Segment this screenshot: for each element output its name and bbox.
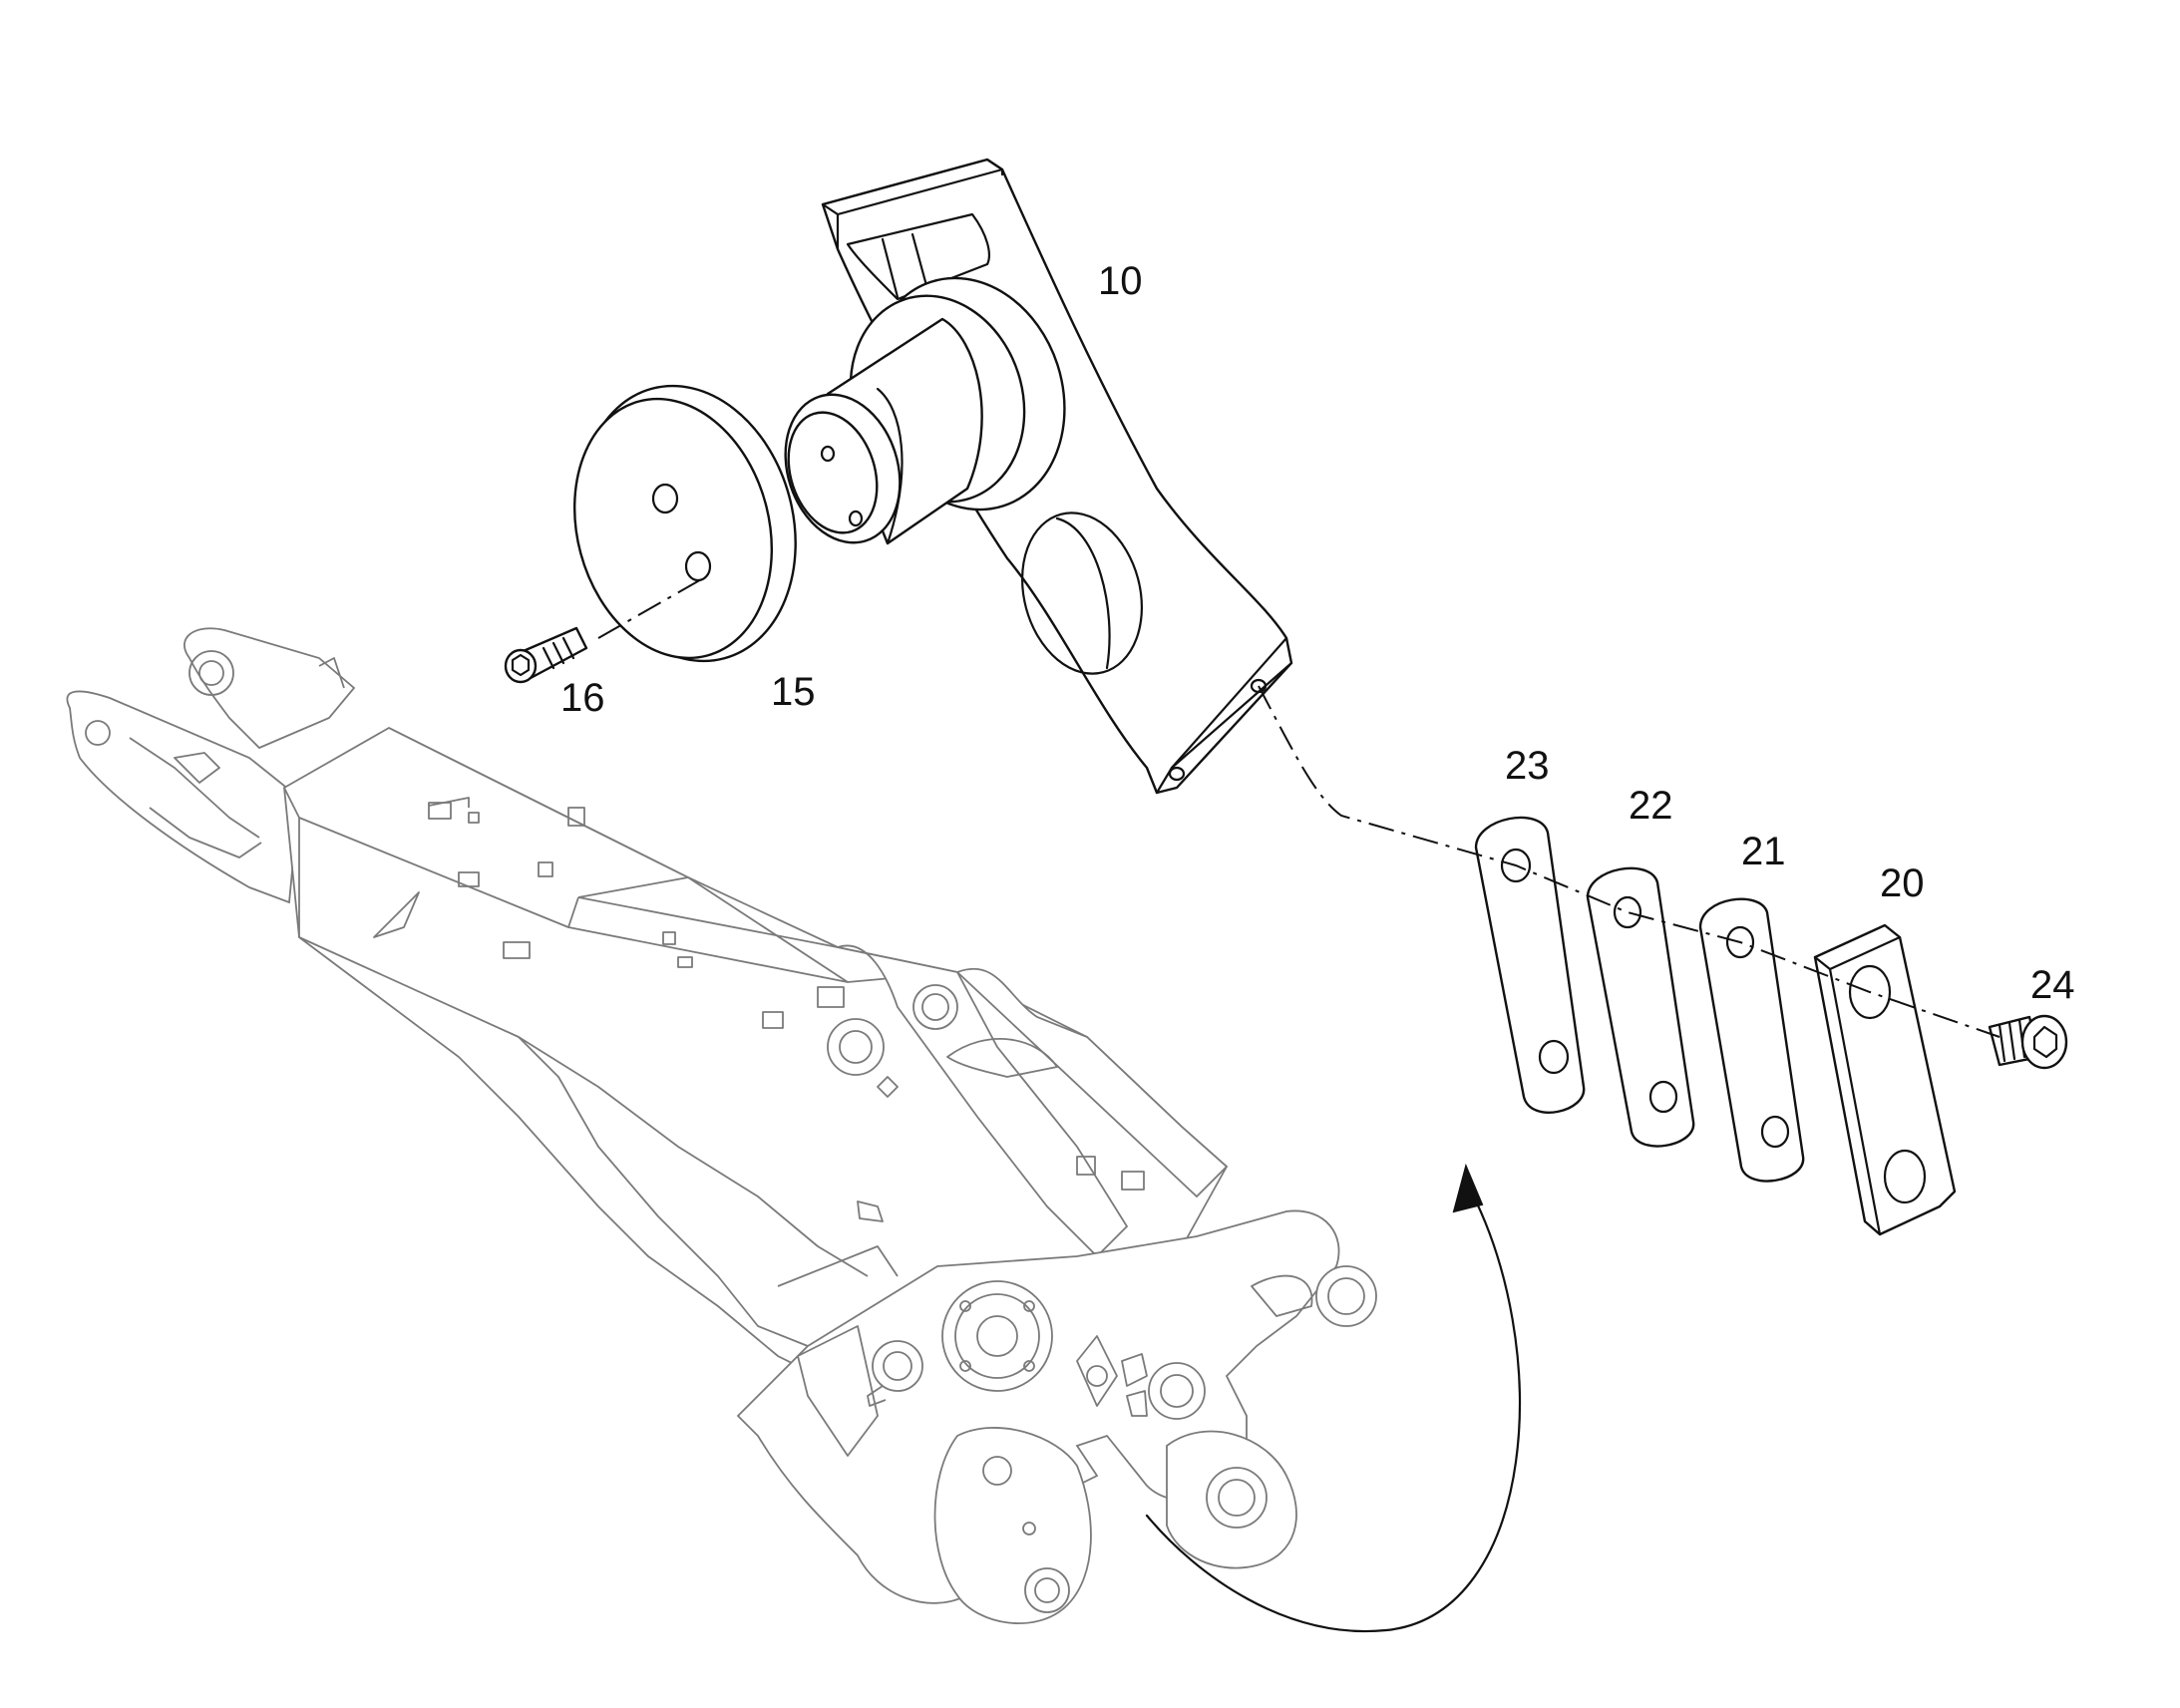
part-23-plate <box>1474 816 1586 1114</box>
location-arrow <box>1145 1163 1522 1633</box>
callout-10: 10 <box>1098 259 1143 303</box>
part-15-disc <box>572 384 797 663</box>
part-10-bracket <box>784 158 1293 795</box>
callout-21: 21 <box>1741 830 1786 873</box>
callout-16: 16 <box>560 676 605 720</box>
part-16-cap-screw <box>504 626 588 684</box>
callout-15: 15 <box>771 670 816 714</box>
assembly-centerlines <box>597 577 2000 1038</box>
boom-arm <box>66 627 1377 1625</box>
callout-22: 22 <box>1629 784 1673 828</box>
callout-24: 24 <box>2030 963 2075 1007</box>
callout-23: 23 <box>1505 744 1550 788</box>
part-24-cap-screw <box>1988 1014 2068 1070</box>
part-20-block <box>1813 923 1957 1236</box>
part-21-plate <box>1698 897 1805 1183</box>
callout-20: 20 <box>1880 861 1925 905</box>
part-22-plate <box>1586 866 1695 1148</box>
